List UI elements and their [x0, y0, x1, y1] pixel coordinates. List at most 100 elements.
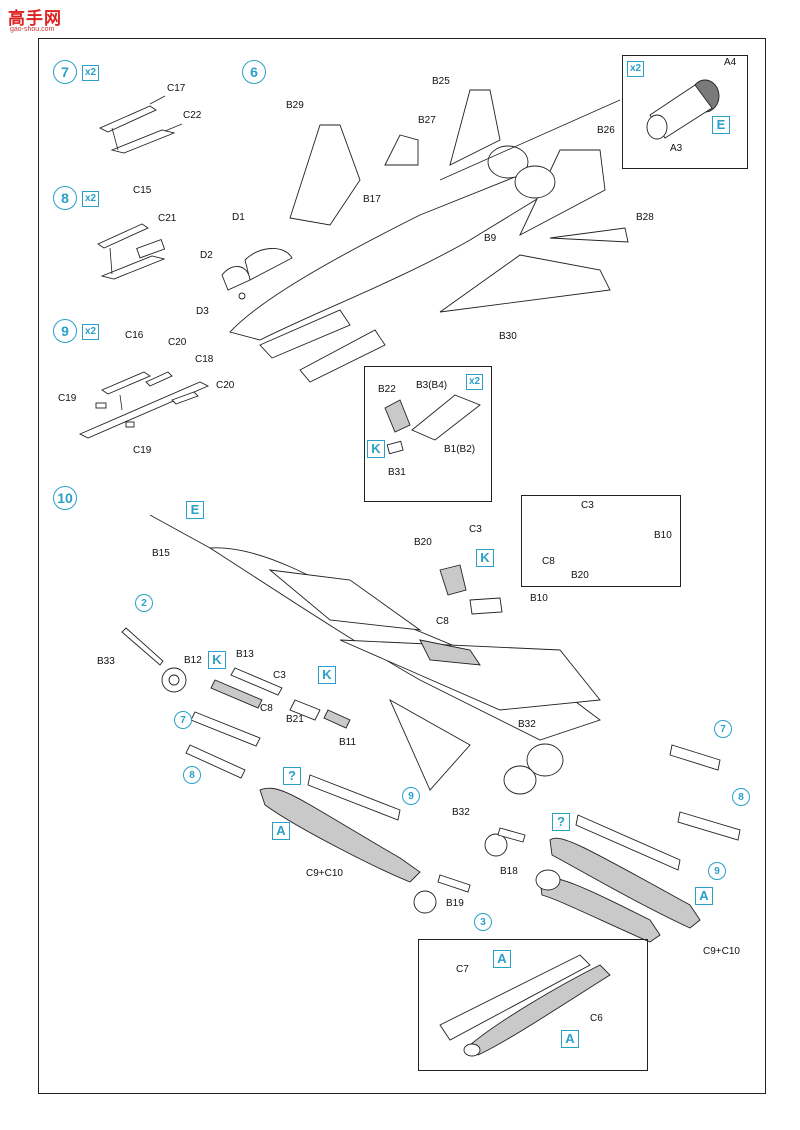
paint-code-a-tank-top: A [493, 950, 511, 968]
label-b33: B33 [97, 656, 115, 667]
label-b28: B28 [636, 212, 654, 223]
label-b11: B11 [339, 737, 357, 748]
label-b31: B31 [388, 467, 406, 478]
label-b25: B25 [432, 76, 450, 87]
step7-parts [98, 95, 183, 154]
instruction-page-frame [38, 38, 766, 1094]
label-c19-bottom: C19 [133, 445, 152, 456]
label-b26: B26 [597, 125, 615, 136]
label-c7: C7 [456, 964, 469, 975]
subassembly-9-right: 9 [708, 862, 726, 880]
paint-code-unknown-right: ? [552, 813, 570, 831]
subassembly-8-left: 8 [183, 766, 201, 784]
step-9-number: 9 [53, 319, 77, 343]
cockpit-inset-box [364, 366, 492, 502]
label-b32-bottom: B32 [452, 807, 470, 818]
label-c9-c10-right: C9+C10 [703, 946, 740, 957]
label-d1: D1 [232, 212, 245, 223]
label-c18: C18 [195, 354, 214, 365]
label-b29: B29 [286, 100, 304, 111]
paint-code-k-b11: K [318, 666, 336, 684]
paint-code-unknown-left: ? [283, 767, 301, 785]
step9-parts [78, 371, 210, 439]
label-c6: C6 [590, 1013, 603, 1024]
label-d2: D2 [200, 250, 213, 261]
label-b10-inset: B10 [654, 530, 672, 541]
step-7-multiplier: x2 [82, 65, 100, 81]
paint-code-e-engine: E [712, 116, 730, 134]
paint-code-k-cockpit: K [367, 440, 385, 458]
site-logo: 高手网 gao-shou.com [4, 4, 74, 38]
step-7-number: 7 [53, 60, 77, 84]
label-b27: B27 [418, 115, 436, 126]
step10-right-parts [535, 744, 741, 943]
logo-subtext: gao-shou.com [10, 26, 55, 33]
subassembly-7-right: 7 [714, 720, 732, 738]
label-b13: B13 [236, 649, 254, 660]
subassembly-9-left: 9 [402, 787, 420, 805]
step-8-number: 8 [53, 186, 77, 210]
engine-inset-box [622, 55, 748, 169]
label-c8-left: C8 [260, 703, 273, 714]
subassembly-8-right: 8 [732, 788, 750, 806]
step-8-multiplier: x2 [82, 191, 100, 207]
engine-inset-multiplier: x2 [627, 61, 645, 77]
step-10-number: 10 [53, 486, 77, 510]
paint-code-k-gear: K [476, 549, 494, 567]
paint-code-a-tank-bottom: A [561, 1030, 579, 1048]
label-b32-right: B32 [518, 719, 536, 730]
label-a4: A4 [724, 57, 737, 68]
tank-inset-box [418, 939, 648, 1071]
label-c8-inset: C8 [542, 556, 555, 567]
step6-aircraft [221, 89, 629, 383]
label-b12: B12 [184, 655, 202, 666]
label-b15: B15 [152, 548, 170, 559]
label-c20-right: C20 [216, 380, 235, 391]
label-b30: B30 [499, 331, 517, 342]
label-c16: C16 [125, 330, 144, 341]
fuel-tank-inset-parts [439, 954, 611, 1057]
subassembly-7-left: 7 [174, 711, 192, 729]
label-b22: B22 [378, 384, 396, 395]
label-d3: D3 [196, 306, 209, 317]
label-c3-left: C3 [273, 670, 286, 681]
gear-inset-box [521, 495, 681, 587]
paint-code-a-left: A [272, 822, 290, 840]
step8-parts [97, 223, 166, 280]
cockpit-inset-multiplier: x2 [466, 374, 484, 390]
subassembly-3: 3 [474, 913, 492, 931]
label-c9-c10-left: C9+C10 [306, 868, 343, 879]
label-c8-main: C8 [436, 616, 449, 627]
cockpit-inset-parts [384, 394, 481, 455]
label-c3-inset: C3 [581, 500, 594, 511]
logo-text: 高手网 [8, 9, 62, 28]
step-6-number: 6 [242, 60, 266, 84]
label-b20-inset: B20 [571, 570, 589, 581]
label-b18: B18 [500, 866, 518, 877]
label-c15: C15 [133, 185, 152, 196]
label-c21: C21 [158, 213, 177, 224]
step10-left-parts [121, 627, 526, 914]
label-b21: B21 [286, 714, 304, 725]
engine-nozzle-parts [646, 79, 720, 140]
step10-aircraft [149, 514, 601, 795]
label-b3-b4: B3(B4) [416, 380, 448, 391]
label-b9: B9 [484, 233, 497, 244]
label-c19-left: C19 [58, 393, 77, 404]
label-b17: B17 [363, 194, 381, 205]
label-b10-main: B10 [530, 593, 548, 604]
label-a3: A3 [670, 143, 683, 154]
label-b19: B19 [446, 898, 464, 909]
step-9-multiplier: x2 [82, 324, 100, 340]
label-c17: C17 [167, 83, 186, 94]
subassembly-2: 2 [135, 594, 153, 612]
label-b1-b2: B1(B2) [444, 444, 476, 455]
label-c3-top: C3 [469, 524, 482, 535]
paint-code-a-right: A [695, 887, 713, 905]
paint-code-k-b12: K [208, 651, 226, 669]
label-c22: C22 [183, 110, 202, 121]
paint-code-e-probe: E [186, 501, 204, 519]
label-b20-main: B20 [414, 537, 432, 548]
label-c20-top: C20 [168, 337, 187, 348]
